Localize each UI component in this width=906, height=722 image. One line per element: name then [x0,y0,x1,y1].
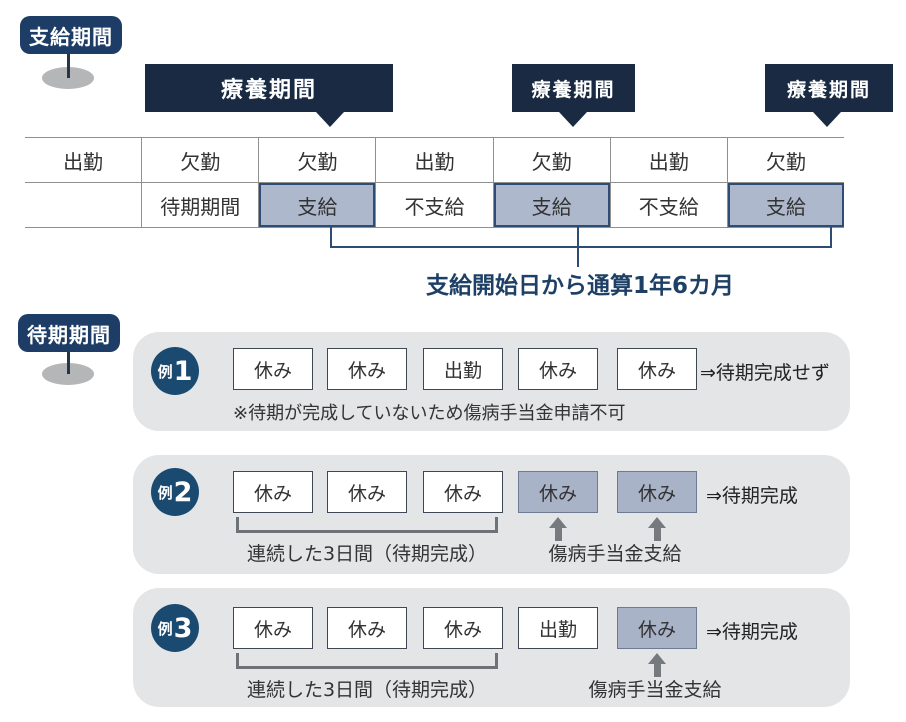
up-arrow-icon [548,517,568,541]
example-number: 3 [173,612,193,644]
day-box: 休み [327,471,407,513]
example-1-note: ※待期が完成していないため傷病手当金申請不可 [233,403,626,424]
timeline-cell: 欠勤 [494,138,611,182]
example-1-number-badge: 例 1 [151,347,199,395]
day-box: 休み [423,471,503,513]
example-2-number-badge: 例 2 [151,468,199,516]
day-box: 休み [327,348,407,390]
day-box: 休み [233,348,313,390]
three-day-bracket-bottom [236,666,498,669]
bracket-left-line [330,227,332,248]
day-box: 出勤 [518,607,598,649]
example-2-result: ⇒待期完成 [706,485,798,507]
day-box: 出勤 [423,348,503,390]
day-box: 休み [423,607,503,649]
treatment-period-callout: 療養期間 [512,64,635,112]
bracket-center-stem [577,227,579,267]
up-arrow-icon [647,653,667,677]
callout-pointer-icon [813,112,841,127]
treatment-period-callout: 療養期間 [145,64,393,112]
day-box: 休み [518,348,598,390]
timeline-cell: 出勤 [376,138,494,182]
benefit-paid-label: 傷病手当金支給 [548,543,682,565]
payment-cell: 支給 [259,183,377,227]
payment-row: 待期期間 支給 不支給 支給 不支給 支給 [25,183,844,227]
timeline-cell: 出勤 [611,138,728,182]
three-day-bracket-bottom [236,530,498,533]
timeline-cell: 欠勤 [142,138,260,182]
treatment-period-callout: 療養期間 [765,64,893,112]
timeline-cell: 欠勤 [765,149,806,174]
three-day-bracket-right [495,653,498,669]
payment-cell: 支給 [493,183,611,227]
callout-pointer-icon [316,112,344,127]
example-number: 1 [173,355,193,387]
pin-base-ellipse [42,363,94,385]
timeline-cell: 不支給 [376,183,494,227]
example-number: 2 [173,476,193,508]
timeline-cell: 出勤 [25,138,143,182]
benefit-paid-label: 傷病手当金支給 [588,679,722,701]
pin-base-ellipse [42,67,94,89]
three-day-bracket-left [236,653,239,669]
day-box: 休み [617,348,697,390]
payment-period-badge: 支給期間 [20,16,122,54]
payment-duration-label: 支給開始日から通算1年6カ月 [425,273,734,299]
example-label: 例 [157,362,173,381]
timeline-cell [25,183,143,227]
example-3-result: ⇒待期完成 [706,621,798,643]
waiting-period-badge: 待期期間 [18,314,120,352]
three-day-bracket-left [236,517,239,533]
timeline-table: 出勤 欠勤 欠勤 出勤 欠勤 出勤 欠勤 待期期間 支給 不支給 支給 不支給 … [25,137,844,228]
day-box: 休み [233,607,313,649]
example-3-number-badge: 例 3 [151,604,199,652]
example-label: 例 [157,483,173,502]
three-day-bracket-right [495,517,498,533]
bracket-right-line [830,227,832,248]
payment-cell: 支給 [727,183,844,227]
bracket-horizontal-line [330,246,832,248]
day-box: 休み [327,607,407,649]
pin-stem [67,348,70,374]
example-1-result: ⇒待期完成せず [700,362,830,384]
example-label: 例 [157,619,173,638]
up-arrow-icon [647,517,667,541]
day-box-paid: 休み [518,471,598,513]
attendance-row: 出勤 欠勤 欠勤 出勤 欠勤 出勤 欠勤 [25,138,844,183]
three-day-label: 連続した3日間（待期完成） [246,679,488,701]
day-box-paid: 休み [617,607,697,649]
day-box-paid: 休み [617,471,697,513]
callout-pointer-icon [559,112,587,127]
day-box: 休み [233,471,313,513]
timeline-cell: 待期期間 [142,183,260,227]
timeline-cell: 不支給 [611,183,728,227]
pin-stem [67,50,70,78]
three-day-label: 連続した3日間（待期完成） [246,543,488,565]
timeline-cell: 欠勤 [259,138,377,182]
